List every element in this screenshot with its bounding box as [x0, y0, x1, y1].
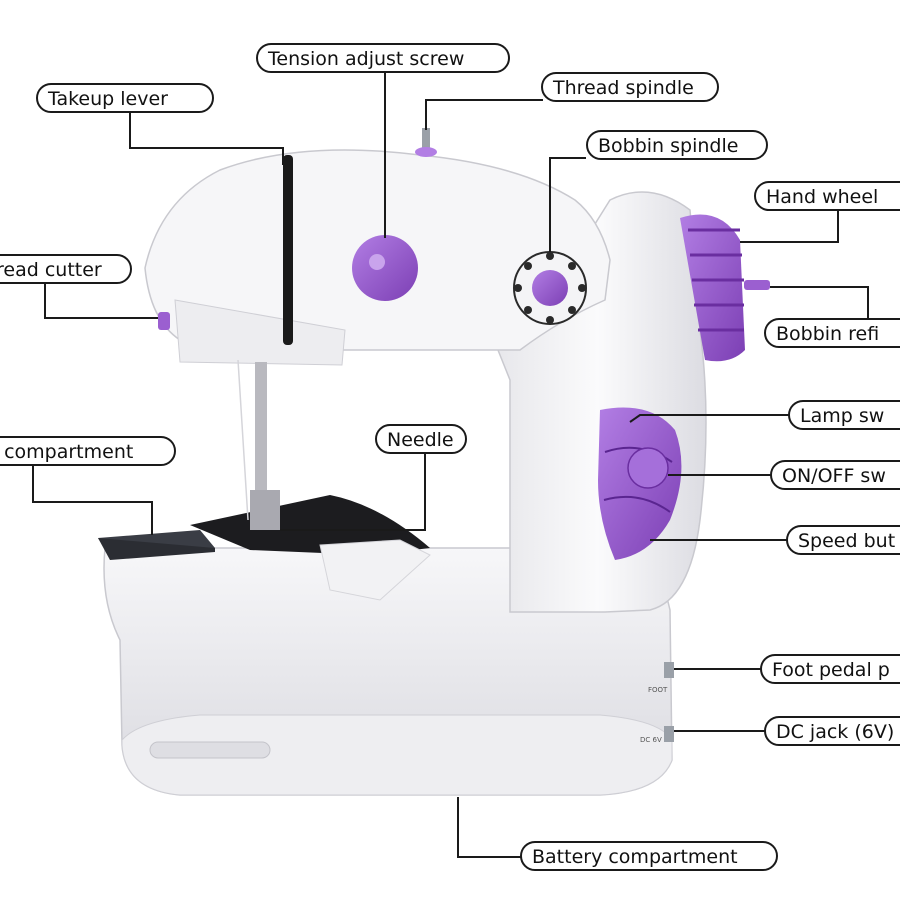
leader-thread — [425, 99, 543, 130]
leader-hand — [740, 210, 839, 243]
dc-jack-port — [664, 726, 674, 742]
label-on-off-switch: ON/OFF sw — [770, 460, 900, 490]
leader-bobbin — [549, 157, 586, 252]
leader-comp — [32, 465, 153, 535]
label-battery-compartment: Battery compartment — [520, 841, 778, 871]
label-hand-wheel: Hand wheel — [754, 181, 900, 211]
foot-pedal-port — [664, 662, 674, 678]
takeup-lever — [283, 155, 293, 345]
label-takeup-lever: Takeup lever — [36, 83, 214, 113]
battery-slot — [149, 741, 271, 759]
leader-cutter — [44, 282, 158, 319]
tension-knob — [352, 235, 418, 301]
dc-port-mark: DC 6V — [640, 736, 662, 744]
control-panel — [598, 407, 682, 560]
bobbin-spindle-wheel — [513, 251, 587, 325]
needle-bar — [255, 362, 267, 492]
leader-takeup — [129, 112, 284, 165]
fabric — [190, 495, 430, 555]
label-dc-jack: DC jack (6V) — [764, 716, 900, 746]
thread-cutter — [158, 312, 170, 330]
hand-wheel — [680, 214, 770, 362]
label-speed-button: Speed but — [786, 525, 900, 555]
leader-needle — [280, 452, 426, 531]
label-bobbin-refill: Bobbin refi — [764, 318, 900, 348]
label-needle: Needle — [375, 424, 467, 454]
foot-port-mark: FOOT — [648, 686, 668, 694]
label-bobbin-spindle: Bobbin spindle — [586, 130, 768, 160]
leader-lamp — [629, 414, 790, 423]
label-thread-cutter: read cutter — [0, 254, 132, 284]
leader-refill — [770, 286, 869, 318]
label-thread-spindle: Thread spindle — [541, 72, 719, 102]
leader-lines — [32, 72, 869, 858]
label-compartment: n compartment — [0, 436, 176, 466]
label-lamp-switch: Lamp sw — [788, 400, 900, 430]
label-foot-pedal: Foot pedal p — [760, 654, 900, 684]
label-tension-adjust-screw: Tension adjust screw — [256, 43, 510, 73]
thread-spindle — [422, 128, 430, 150]
leader-battery — [457, 797, 522, 858]
